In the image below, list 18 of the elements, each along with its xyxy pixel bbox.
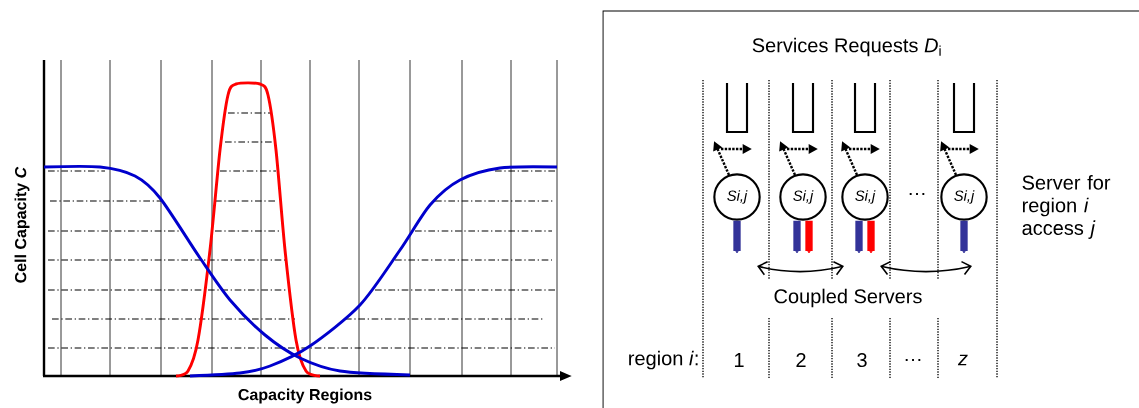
output-arrow: [805, 220, 813, 254]
output-arrow: [867, 220, 875, 254]
ellipsis: …: [909, 192, 925, 196]
region-number: 1: [734, 353, 744, 367]
output-arrow: [960, 220, 968, 254]
output-arrow: [793, 220, 801, 254]
panel-title: Services Requests D$_{i}$: [752, 37, 941, 57]
caption: Coupled Servers: [774, 288, 922, 308]
ellipsis: …: [905, 358, 921, 362]
axis-title: Cell Capacity C: [14, 166, 30, 283]
annotation: Server for region i access j: [1022, 175, 1111, 239]
output-arrow: [733, 220, 741, 254]
region-number: z: [957, 354, 968, 366]
row-label: region i:: [629, 350, 698, 370]
axis-title: Capacity Regions: [238, 388, 372, 404]
output-arrow: [855, 220, 863, 254]
region-number: 2: [796, 353, 806, 367]
region-number: 3: [857, 352, 867, 368]
